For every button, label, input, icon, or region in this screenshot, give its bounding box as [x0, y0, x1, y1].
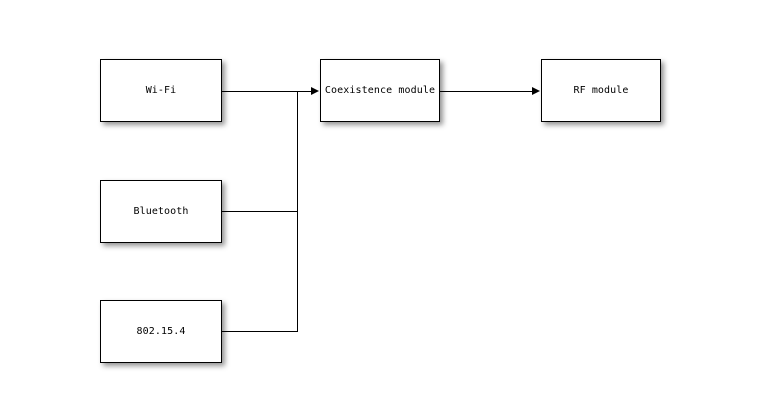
node-rf-module[interactable]: RF module — [541, 59, 661, 122]
arrowhead-into-rf — [532, 87, 540, 95]
node-rf-module-label: RF module — [573, 84, 629, 96]
node-coexistence-module-label: Coexistence module — [324, 84, 436, 96]
edge-coexistence-to-rf — [440, 91, 533, 92]
node-coexistence-module[interactable]: Coexistence module — [320, 59, 440, 122]
node-802-15-4[interactable]: 802.15.4 — [100, 300, 222, 363]
node-bluetooth-label: Bluetooth — [133, 205, 189, 217]
edge-wifi-to-coexistence — [222, 91, 312, 92]
node-wifi[interactable]: Wi-Fi — [100, 59, 222, 122]
node-wifi-label: Wi-Fi — [145, 84, 177, 96]
edge-bluetooth-to-bus — [222, 211, 298, 212]
node-bluetooth[interactable]: Bluetooth — [100, 180, 222, 243]
shared-bus-trunk — [297, 91, 298, 331]
edge-ieee802154-to-bus — [222, 331, 298, 332]
arrowhead-into-coexistence — [311, 87, 319, 95]
node-802-15-4-label: 802.15.4 — [136, 325, 186, 337]
